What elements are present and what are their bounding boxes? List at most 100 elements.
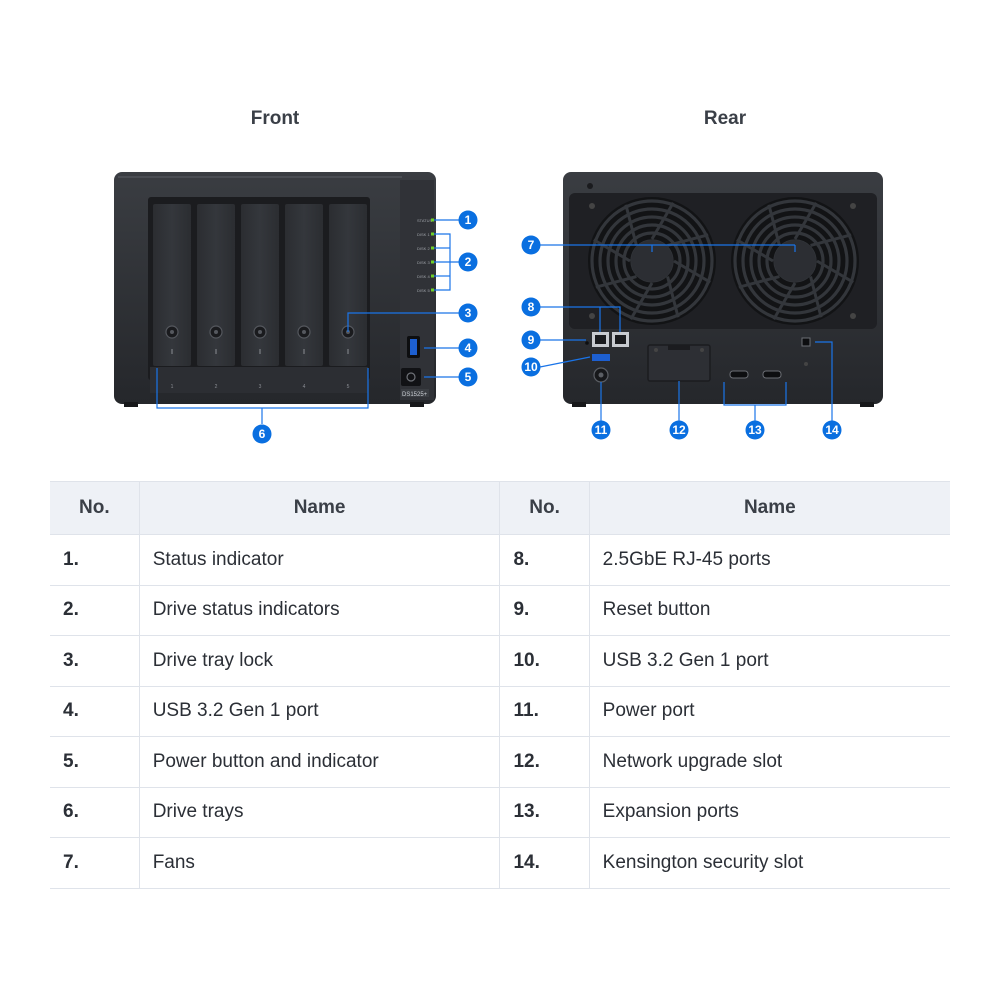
- callout-badge: 9: [521, 330, 541, 350]
- tray-number: 4: [303, 384, 306, 390]
- row-number: 6.: [50, 786, 140, 838]
- callout-number: 3: [465, 306, 472, 320]
- led-label: DISK 5: [417, 288, 430, 293]
- callout-badge: 11: [591, 420, 611, 440]
- row-number: 12.: [499, 736, 590, 787]
- row-name: USB 3.2 Gen 1 port: [588, 635, 950, 686]
- callout-number: 12: [672, 423, 686, 437]
- callout-badge: 1: [458, 210, 478, 230]
- rear-usb-port[interactable]: [592, 354, 610, 361]
- model-label: DS1525+: [402, 392, 428, 398]
- row-name: Drive trays: [138, 786, 500, 838]
- callout-number: 2: [465, 255, 472, 269]
- callout-number: 10: [524, 360, 538, 374]
- row-number: 7.: [50, 837, 140, 889]
- led-label: DISK 1: [417, 232, 430, 237]
- status-led: [431, 260, 434, 264]
- row-name: Fans: [138, 837, 500, 889]
- row-number: 3.: [50, 635, 140, 686]
- callout-number: 11: [595, 423, 608, 437]
- row-number: 5.: [50, 736, 140, 787]
- callout-badge: 2: [458, 252, 478, 272]
- front-unit: 1 2 3 4 5 STATUS DISK 1 DISK 2 DISK 3 DISK 4 DISK…: [114, 172, 436, 407]
- header-name-left: Name: [138, 481, 500, 535]
- callout-badge: 14: [822, 420, 842, 440]
- row-number: 4.: [50, 685, 140, 737]
- callout-number: 13: [748, 423, 762, 437]
- drive-tray[interactable]: [153, 204, 191, 366]
- header-no-left: No.: [50, 481, 140, 535]
- kensington-slot[interactable]: [801, 337, 811, 347]
- table-header-row: No. Name No. Name: [50, 481, 950, 535]
- callout-badge: 12: [669, 420, 689, 440]
- callout-badge: 8: [521, 297, 541, 317]
- callout-number: 6: [259, 427, 266, 441]
- callout-badge: 13: [745, 420, 765, 440]
- callout-badge: 10: [521, 357, 541, 377]
- drive-tray[interactable]: [241, 204, 279, 366]
- drive-trays: [153, 204, 367, 366]
- drive-tray[interactable]: [197, 204, 235, 366]
- callout-number: 8: [528, 300, 535, 314]
- expansion-port-2[interactable]: [762, 370, 782, 379]
- row-name: Reset button: [588, 584, 950, 636]
- callout-badge: 7: [521, 235, 541, 255]
- tray-number: 5: [347, 384, 350, 390]
- row-name: Drive status indicators: [138, 584, 500, 636]
- reset-button[interactable]: [585, 341, 589, 345]
- row-number: 9.: [499, 584, 590, 636]
- row-name: Power button and indicator: [138, 736, 500, 787]
- drive-tray[interactable]: [285, 204, 323, 366]
- rear-view-title: Rear: [703, 108, 747, 129]
- row-number: 2.: [50, 584, 140, 636]
- tray-number: 1: [171, 384, 174, 390]
- status-led: [431, 232, 434, 236]
- callout-number: 14: [825, 423, 839, 437]
- status-led: [431, 288, 434, 292]
- row-name: Network upgrade slot: [588, 736, 950, 787]
- row-name: Drive tray lock: [138, 635, 500, 686]
- row-name: Expansion ports: [588, 786, 950, 838]
- front-view-title: Front: [250, 108, 300, 129]
- callout-number: 4: [465, 341, 472, 355]
- callout-badge: 6: [252, 424, 272, 444]
- callout-badge: 5: [458, 367, 478, 387]
- status-led: [431, 274, 434, 278]
- expansion-port-1[interactable]: [729, 370, 749, 379]
- tray-number: 3: [259, 384, 262, 390]
- callout-badge: 4: [458, 338, 478, 358]
- fan: [588, 197, 716, 325]
- power-icon: [406, 372, 416, 382]
- row-name: USB 3.2 Gen 1 port: [138, 685, 500, 737]
- rear-unit: [563, 172, 883, 407]
- status-led: [431, 246, 434, 250]
- row-number: 11.: [499, 685, 590, 737]
- row-name: Power port: [588, 685, 950, 737]
- led-label: STATUS: [417, 218, 433, 223]
- drive-tray[interactable]: [329, 204, 367, 366]
- row-number: 1.: [50, 534, 140, 585]
- leader-lines: [156, 219, 833, 424]
- row-number: 10.: [499, 635, 590, 686]
- fan: [731, 197, 859, 325]
- front-side-panel: [400, 180, 434, 400]
- callout-number: 7: [528, 238, 535, 252]
- callout-number: 9: [528, 333, 535, 347]
- row-number: 13.: [499, 786, 590, 838]
- power-button[interactable]: [401, 368, 421, 386]
- led-label: DISK 3: [417, 260, 430, 265]
- callout-number: 5: [465, 370, 472, 384]
- callout-badge: 3: [458, 303, 478, 323]
- led-label: DISK 2: [417, 246, 430, 251]
- tray-number: 2: [215, 384, 218, 390]
- led-label: DISK 4: [417, 274, 430, 279]
